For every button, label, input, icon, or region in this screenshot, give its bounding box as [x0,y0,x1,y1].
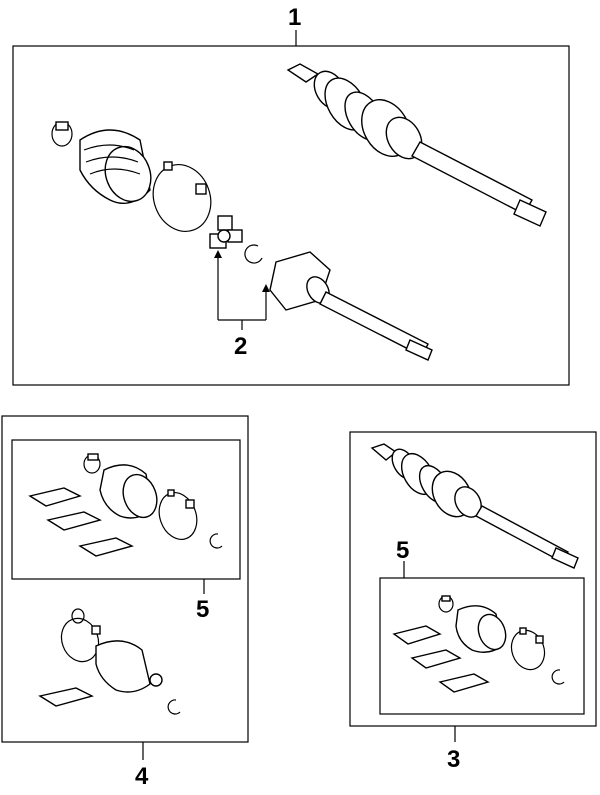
group-3-frame [349,431,597,727]
callout-5-left: 5 [196,596,209,623]
group-4-frame [1,415,249,743]
grease-packet-4b [38,687,94,707]
tripod-joint [209,215,243,249]
group-1-axle-assembly: 1 [12,4,570,386]
cv-boot-4 [83,453,158,519]
boot-clamp-ring-3 [510,627,546,671]
cv-boot-1 [79,129,152,204]
grease-packet-set-4 [28,487,134,557]
snap-ring-4 [209,533,223,549]
grease-packet-set-3 [392,625,490,693]
snap-ring-1 [244,244,263,264]
cv-axle-shaft-1 [286,63,547,227]
group-3-axle-assembly: 5 3 [349,431,597,773]
boot-clamp-ring-1 [152,161,212,232]
cv-boot-3 [438,595,507,653]
boot-clamp-1 [51,121,73,147]
callout-2: 2 [234,333,247,360]
snap-ring-3 [551,669,565,685]
callout-1: 1 [288,4,301,31]
group-4-boot-kit: 5 4 [1,415,249,790]
group-1-frame [12,45,570,386]
inner-boot-4 [38,608,181,715]
group-3-kit-frame [379,577,585,715]
cv-axle-shaft-3 [370,443,579,569]
group-4-kit-frame [11,439,241,580]
callout-5-right: 5 [396,537,409,564]
callout-3: 3 [447,746,460,773]
boot-clamp-ring-4 [158,489,198,540]
callout-2-bracket [214,250,270,330]
snap-ring-4b [167,699,181,715]
inner-joint-housing [269,251,433,361]
callout-4: 4 [135,763,149,790]
